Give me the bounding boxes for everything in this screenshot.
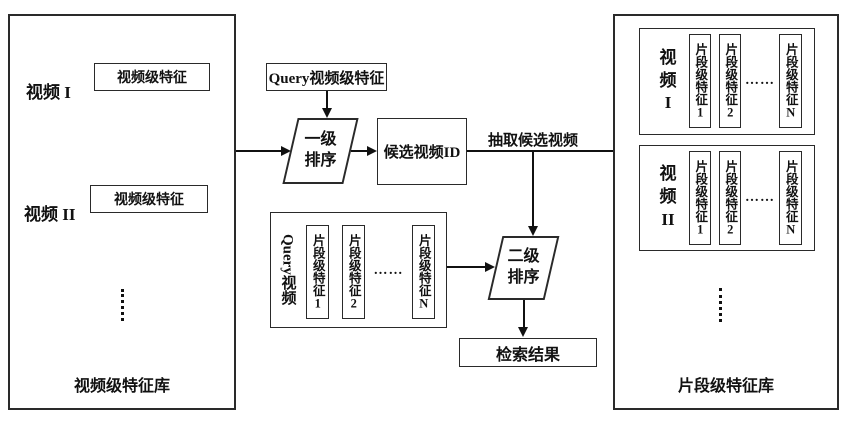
- arrowhead-right-icon: [281, 145, 291, 156]
- segment-level-library-box: 视 频 I 片段级特征1 片段级特征2 …… 片段级特征N 视 频 II 片段级…: [613, 14, 839, 410]
- edge-candidate-to-right-library: [467, 149, 613, 153]
- left-library-title: 视频级特征库: [73, 378, 170, 395]
- vertical-ellipsis: [121, 289, 124, 321]
- video1-label: 视频 I: [26, 83, 71, 102]
- query-video-feature-box: Query视频级特征: [266, 63, 387, 91]
- right-video2-row-box: 视 频 II 片段级特征1 片段级特征2 …… 片段级特征N: [639, 145, 815, 251]
- right-video2-label: 视 频 II: [659, 164, 677, 229]
- stage1-label: 一级 排序: [304, 131, 337, 169]
- query-video-vertical-label: Query视频: [279, 234, 296, 305]
- right-video1-label: 视 频 I: [659, 47, 677, 113]
- stage1-ranking-node: 一级 排序: [282, 118, 359, 184]
- video2-feature-box: 视频级特征: [90, 185, 208, 213]
- stage2-label: 二级 排序: [507, 248, 540, 286]
- candidate-video-id-box: 候选视频ID: [377, 118, 467, 185]
- video2-segment-feature-2: 片段级特征2: [719, 151, 741, 245]
- arrowhead-down-icon: [518, 327, 529, 337]
- stage2-ranking-node: 二级 排序: [487, 236, 560, 300]
- right-video1-row-box: 视 频 I 片段级特征1 片段级特征2 …… 片段级特征N: [639, 28, 815, 135]
- edge-segments-to-stage2: [447, 265, 485, 269]
- query-segment-feature-n: 片段级特征N: [412, 225, 435, 319]
- edge-branch-to-stage2: [531, 151, 535, 226]
- edge-query-to-stage1: [325, 91, 328, 109]
- video2-segment-feature-1: 片段级特征1: [689, 151, 711, 245]
- vertical-ellipsis: [719, 288, 722, 322]
- video2-segment-feature-n: 片段级特征N: [779, 151, 802, 245]
- video2-label: 视频 II: [24, 205, 76, 224]
- query-segment-feature-1: 片段级特征1: [306, 225, 329, 319]
- retrieval-result-box: 检索结果: [459, 338, 597, 367]
- arrowhead-right-icon: [367, 145, 377, 156]
- horizontal-ellipsis: ……: [745, 190, 775, 205]
- video1-segment-feature-2: 片段级特征2: [719, 34, 741, 128]
- video1-segment-feature-n: 片段级特征N: [779, 34, 802, 128]
- video-level-library-box: 视频 I 视频级特征 视频 II 视频级特征 视频级特征库: [8, 14, 236, 410]
- right-library-title: 片段级特征库: [677, 378, 774, 395]
- query-segment-group-box: Query视频 片段级特征1 片段级特征2 …… 片段级特征N: [270, 212, 447, 328]
- horizontal-ellipsis: ……: [373, 263, 404, 278]
- video1-segment-feature-1: 片段级特征1: [689, 34, 711, 128]
- query-segment-feature-2: 片段级特征2: [342, 225, 365, 319]
- edge-stage1-to-candidate: [351, 149, 368, 153]
- extract-candidate-edge-label: 抽取候选视频: [487, 133, 578, 149]
- arrowhead-down-icon: [527, 226, 538, 236]
- video1-feature-box: 视频级特征: [94, 63, 210, 91]
- horizontal-ellipsis: ……: [745, 73, 775, 88]
- arrowhead-right-icon: [485, 261, 495, 272]
- edge-stage2-to-result: [522, 300, 525, 327]
- arrowhead-down-icon: [321, 108, 332, 118]
- edge-library-to-stage1: [236, 149, 282, 153]
